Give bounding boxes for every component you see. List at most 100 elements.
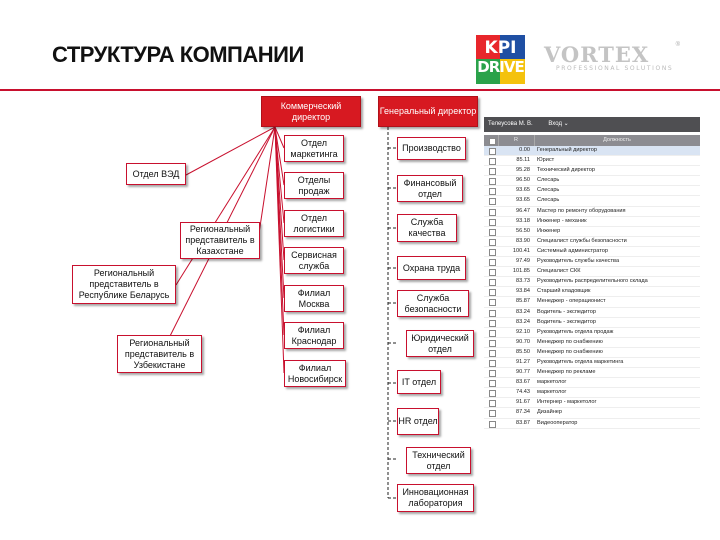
org-node-label: Технический отдел — [412, 449, 465, 471]
org-node-label: Служба безопасности — [404, 292, 462, 314]
org-node-quality: Служба качества — [397, 214, 457, 242]
org-node-label: Отдел ВЭД — [132, 168, 180, 179]
row-checkbox[interactable] — [489, 238, 496, 246]
org-node-label: HR отдел — [398, 416, 438, 426]
org-node-label: Инновационная лаборатория — [402, 487, 469, 508]
row-r-value: 83.24 — [516, 308, 530, 315]
row-checkbox[interactable] — [489, 390, 496, 398]
row-checkbox[interactable] — [489, 339, 496, 347]
row-r-value: 87.34 — [516, 409, 530, 416]
row-position: Водитель - экспедитор — [537, 318, 596, 325]
row-position: Дизайнер — [537, 409, 563, 416]
org-node-foreign-trade: Отдел ВЭД — [126, 163, 186, 185]
row-checkbox[interactable] — [489, 420, 496, 428]
row-checkbox[interactable] — [489, 370, 496, 378]
row-checkbox[interactable] — [489, 319, 496, 327]
row-checkbox[interactable] — [489, 400, 496, 408]
org-node-label: IT отдел — [401, 376, 437, 387]
kpi-drive-logo: KPI DRIVE — [476, 35, 525, 84]
vortex-logo-name: VORTEX — [544, 42, 650, 67]
row-checkbox[interactable] — [489, 228, 496, 236]
row-r-value: 85.11 — [516, 157, 530, 164]
row-position: Юрист — [537, 157, 555, 164]
row-checkbox[interactable] — [489, 218, 496, 226]
table-row[interactable]: 83.24 Водитель - экспедитор — [484, 318, 700, 328]
row-checkbox[interactable] — [489, 329, 496, 337]
row-checkbox[interactable] — [489, 299, 496, 307]
row-r-value: 93.65 — [516, 197, 530, 204]
table-row[interactable]: 87.34 Дизайнер — [484, 408, 700, 419]
column-header-position[interactable]: Должность — [603, 137, 631, 143]
row-checkbox[interactable] — [489, 188, 496, 196]
row-checkbox[interactable] — [489, 269, 496, 277]
row-checkbox[interactable] — [489, 380, 496, 388]
row-checkbox[interactable] — [489, 289, 496, 297]
table-header: R Должность — [484, 135, 700, 146]
row-checkbox[interactable] — [489, 248, 496, 256]
row-checkbox[interactable] — [489, 178, 496, 186]
row-checkbox[interactable] — [489, 279, 496, 287]
row-position: Видеооператор — [537, 419, 578, 426]
row-checkbox[interactable] — [489, 259, 496, 267]
row-checkbox[interactable] — [489, 168, 496, 176]
row-r-value: 74.43 — [516, 389, 530, 396]
org-node-hr: HR отдел — [397, 408, 439, 435]
row-checkbox[interactable] — [489, 148, 496, 155]
table-row[interactable]: 85.11 Юрист — [484, 156, 700, 167]
row-checkbox[interactable] — [489, 198, 496, 206]
org-node-label: Охрана труда — [402, 262, 461, 273]
row-position: Инженер — [537, 227, 561, 234]
row-checkbox[interactable] — [489, 309, 496, 317]
row-r-value: 85.50 — [516, 348, 530, 355]
row-checkbox[interactable] — [489, 349, 496, 357]
row-position: Интернер - маркетолог — [537, 399, 597, 406]
row-position: Руководитель распределительного склада — [537, 278, 648, 285]
row-r-value: 93.84 — [516, 288, 530, 295]
org-node-label: Сервисная служба — [291, 249, 337, 271]
row-position: Технический директор — [537, 167, 596, 174]
column-header-r[interactable]: R — [514, 137, 518, 143]
row-checkbox[interactable] — [489, 158, 496, 166]
login-menu[interactable]: Вход ⌄ — [548, 121, 569, 127]
row-checkbox[interactable] — [489, 410, 496, 418]
select-all-checkbox[interactable] — [489, 138, 496, 145]
row-checkbox[interactable] — [489, 208, 496, 216]
org-node-branch-moscow: Филиал Москва — [284, 285, 344, 312]
org-node-label: Юридический отдел — [411, 332, 469, 354]
org-node-security: Служба безопасности — [397, 290, 469, 317]
row-checkbox[interactable] — [489, 359, 496, 367]
row-r-value: 92.10 — [516, 328, 530, 335]
org-node-label: Региональный представитель в Узбекистане — [124, 337, 195, 370]
row-r-value: 90.70 — [516, 338, 530, 345]
row-r-value: 83.24 — [516, 318, 530, 325]
org-node-labor-safety: Охрана труда — [397, 256, 466, 280]
org-node-service: Сервисная служба — [284, 247, 344, 274]
